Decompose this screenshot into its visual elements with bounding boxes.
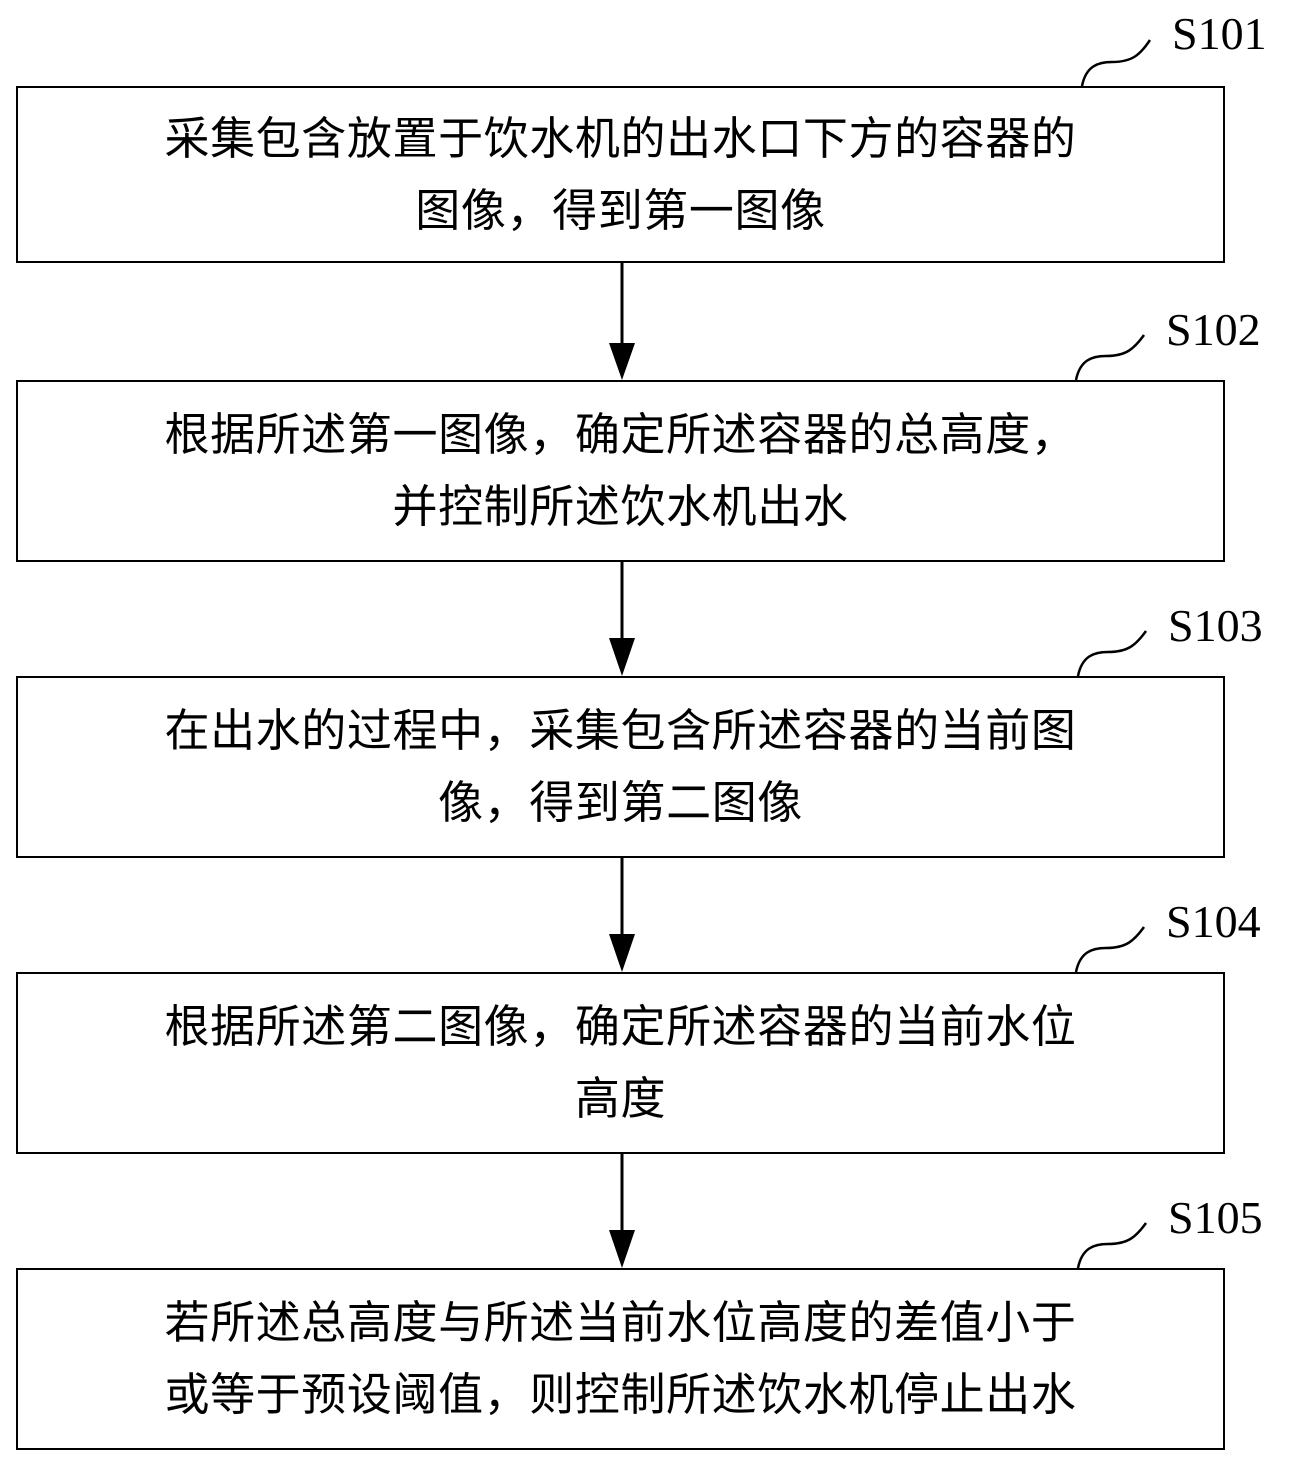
step-label-s101: S101 bbox=[1172, 8, 1267, 59]
step-text-line: 或等于预设阈值，则控制所述饮水机停止出水 bbox=[164, 1368, 1077, 1421]
step-text-line: 并控制所述饮水机出水 bbox=[392, 480, 849, 533]
step-label-s105: S105 bbox=[1168, 1192, 1263, 1243]
leader-s104 bbox=[1074, 926, 1146, 973]
step-label-s104: S104 bbox=[1166, 896, 1261, 947]
leader-s101 bbox=[1080, 39, 1152, 87]
step-text-line: 在出水的过程中，采集包含所述容器的当前图 bbox=[164, 704, 1077, 757]
step-text-line: 高度 bbox=[574, 1072, 667, 1125]
step-text-line: 图像，得到第一图像 bbox=[415, 183, 826, 237]
leader-s102 bbox=[1074, 334, 1146, 381]
step-text-line: 根据所述第一图像，确定所述容器的总高度， bbox=[164, 408, 1077, 461]
step-box-s105: 若所述总高度与所述当前水位高度的差值小于 或等于预设阈值，则控制所述饮水机停止出… bbox=[16, 1268, 1225, 1450]
step-box-s101: 采集包含放置于饮水机的出水口下方的容器的 图像，得到第一图像 bbox=[16, 86, 1225, 263]
leader-s103 bbox=[1076, 630, 1148, 677]
step-label-s102: S102 bbox=[1166, 304, 1261, 355]
step-box-s102: 根据所述第一图像，确定所述容器的总高度， 并控制所述饮水机出水 bbox=[16, 380, 1225, 562]
arrowhead-s103 bbox=[609, 638, 635, 676]
step-box-s103: 在出水的过程中，采集包含所述容器的当前图 像，得到第二图像 bbox=[16, 676, 1225, 858]
leader-s105 bbox=[1076, 1222, 1148, 1269]
step-label-s103: S103 bbox=[1168, 600, 1263, 651]
step-text-line: 像，得到第二图像 bbox=[438, 776, 803, 829]
arrowhead-s102 bbox=[609, 343, 635, 380]
step-text-line: 根据所述第二图像，确定所述容器的当前水位 bbox=[164, 1000, 1077, 1053]
step-box-s104: 根据所述第二图像，确定所述容器的当前水位 高度 bbox=[16, 972, 1225, 1154]
step-text-line: 若所述总高度与所述当前水位高度的差值小于 bbox=[164, 1296, 1077, 1349]
step-text-line: 采集包含放置于饮水机的出水口下方的容器的 bbox=[164, 111, 1077, 165]
arrowhead-s105 bbox=[609, 1230, 635, 1268]
arrowhead-s104 bbox=[609, 934, 635, 972]
